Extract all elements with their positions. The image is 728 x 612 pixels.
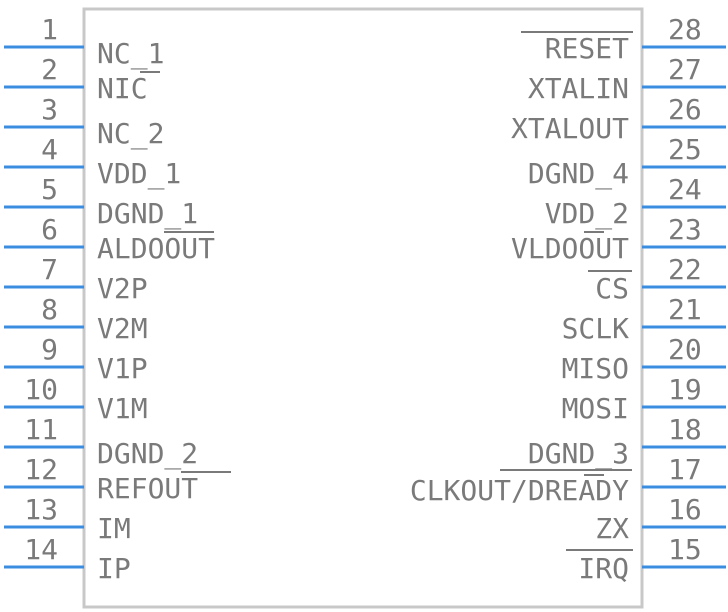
pin-label-11: DGND_2: [97, 437, 198, 471]
pin-number-20: 20: [668, 333, 702, 366]
pin-number-26: 26: [668, 93, 702, 126]
pin-label-7: V2P: [97, 272, 148, 305]
pin-label-9: V1P: [97, 352, 148, 385]
pin-number-3: 3: [41, 93, 58, 126]
pin-number-17: 17: [668, 453, 702, 486]
pin-number-12: 12: [24, 453, 58, 486]
pin-number-4: 4: [41, 133, 58, 166]
pin-label-17: CLKOUT/DREADY: [410, 474, 629, 507]
pin-label-5: DGND_1: [97, 197, 198, 231]
pin-label-10: V1M: [97, 392, 148, 425]
pin-number-1: 1: [41, 13, 58, 46]
pin-label-3: NC_2: [97, 117, 164, 151]
pin-label-15: IRQ: [578, 552, 629, 585]
pin-label-8: V2M: [97, 312, 148, 345]
pin-label-19: MOSI: [562, 392, 629, 425]
pin-number-15: 15: [668, 533, 702, 566]
pin-label-27: XTALIN: [528, 72, 629, 105]
pin-number-27: 27: [668, 53, 702, 86]
pin-number-11: 11: [24, 413, 58, 446]
pin-label-1: NC_1: [97, 37, 164, 71]
pin-number-10: 10: [24, 373, 58, 406]
pin-number-2: 2: [41, 53, 58, 86]
pin-label-2: NIC: [97, 72, 148, 105]
pin-number-19: 19: [668, 373, 702, 406]
pin-label-14: IP: [97, 552, 131, 585]
pin-number-7: 7: [41, 253, 58, 286]
pin-label-21: SCLK: [562, 312, 630, 345]
right-pin-group: 28 27 26 25 24 23 22 21 20 19 18 17 16 1…: [410, 13, 726, 585]
pin-label-12: REFOUT: [97, 472, 198, 505]
pin-label-25: DGND_4: [528, 157, 629, 191]
pin-label-16: ZX: [595, 512, 629, 545]
pin-number-9: 9: [41, 333, 58, 366]
pin-number-8: 8: [41, 293, 58, 326]
pin-number-22: 22: [668, 253, 702, 286]
ic-body: [82, 7, 644, 609]
pin-label-26: XTALOUT: [511, 112, 629, 145]
pin-label-24: VDD_2: [545, 197, 629, 231]
pin-label-13: IM: [97, 512, 131, 545]
pin-number-28: 28: [668, 13, 702, 46]
left-pin-group: 1 2 3 4 5 6 7 8 9 10 11 12 13 14 NC_1 NI…: [4, 13, 231, 585]
pin-label-23: VLDOOUT: [511, 232, 629, 265]
pin-label-22: CS: [595, 272, 629, 305]
pin-number-21: 21: [668, 293, 702, 326]
pin-label-20: MISO: [562, 352, 629, 385]
pin-label-28: RESET: [545, 32, 629, 65]
pin-label-6: ALDOOUT: [97, 232, 215, 265]
pin-number-24: 24: [668, 173, 702, 206]
pin-number-18: 18: [668, 413, 702, 446]
pin-number-23: 23: [668, 213, 702, 246]
pin-number-16: 16: [668, 493, 702, 526]
pin-label-4: VDD_1: [97, 157, 181, 191]
pin-number-5: 5: [41, 173, 58, 206]
pin-number-13: 13: [24, 493, 58, 526]
pin-number-14: 14: [24, 533, 58, 566]
pin-number-6: 6: [41, 213, 58, 246]
pin-label-18: DGND_3: [528, 437, 629, 471]
pin-number-25: 25: [668, 133, 702, 166]
